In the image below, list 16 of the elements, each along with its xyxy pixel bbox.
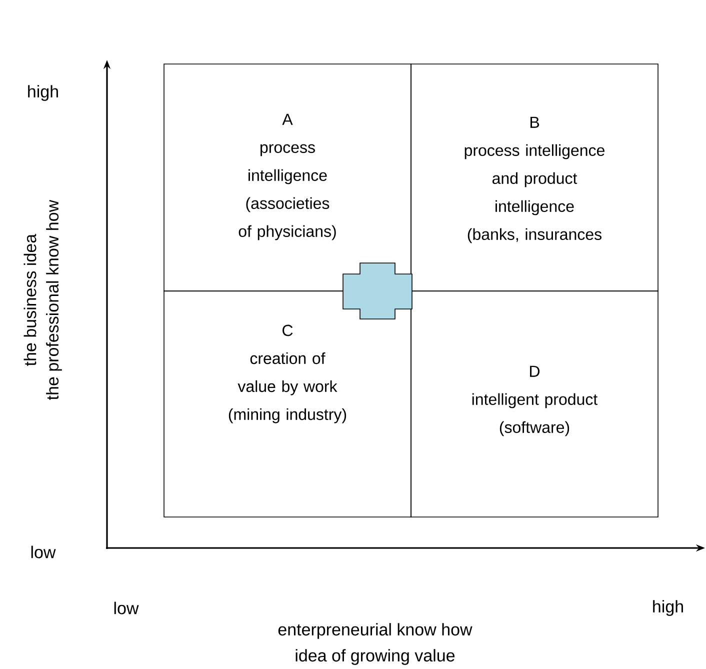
axis-level-label: high — [653, 600, 683, 616]
axis-level-label: high — [28, 85, 58, 101]
quadrant-text: D intelligent product (software) — [472, 366, 598, 436]
quadrant-box — [410, 64, 658, 292]
quadrant-box — [164, 290, 412, 518]
quadrant-box — [410, 290, 658, 518]
axis-level-label: low — [114, 602, 139, 614]
axis-title: enterpreneurial know how — [278, 623, 472, 639]
quadrant-text: B process intelligence and product intelligence (banks, insurances — [464, 116, 604, 244]
axis-level-label: low — [31, 546, 56, 558]
axis-title: the business idea — [24, 234, 36, 366]
quadrant-box — [164, 64, 412, 292]
axis-title: idea of growing value — [296, 649, 455, 665]
axis-title: the professional know how — [46, 200, 62, 400]
quadrant-text: C creation of value by work (mining industry) — [228, 324, 346, 424]
quadrant-text: A process intelligence (associeties of physicians) — [238, 114, 336, 240]
